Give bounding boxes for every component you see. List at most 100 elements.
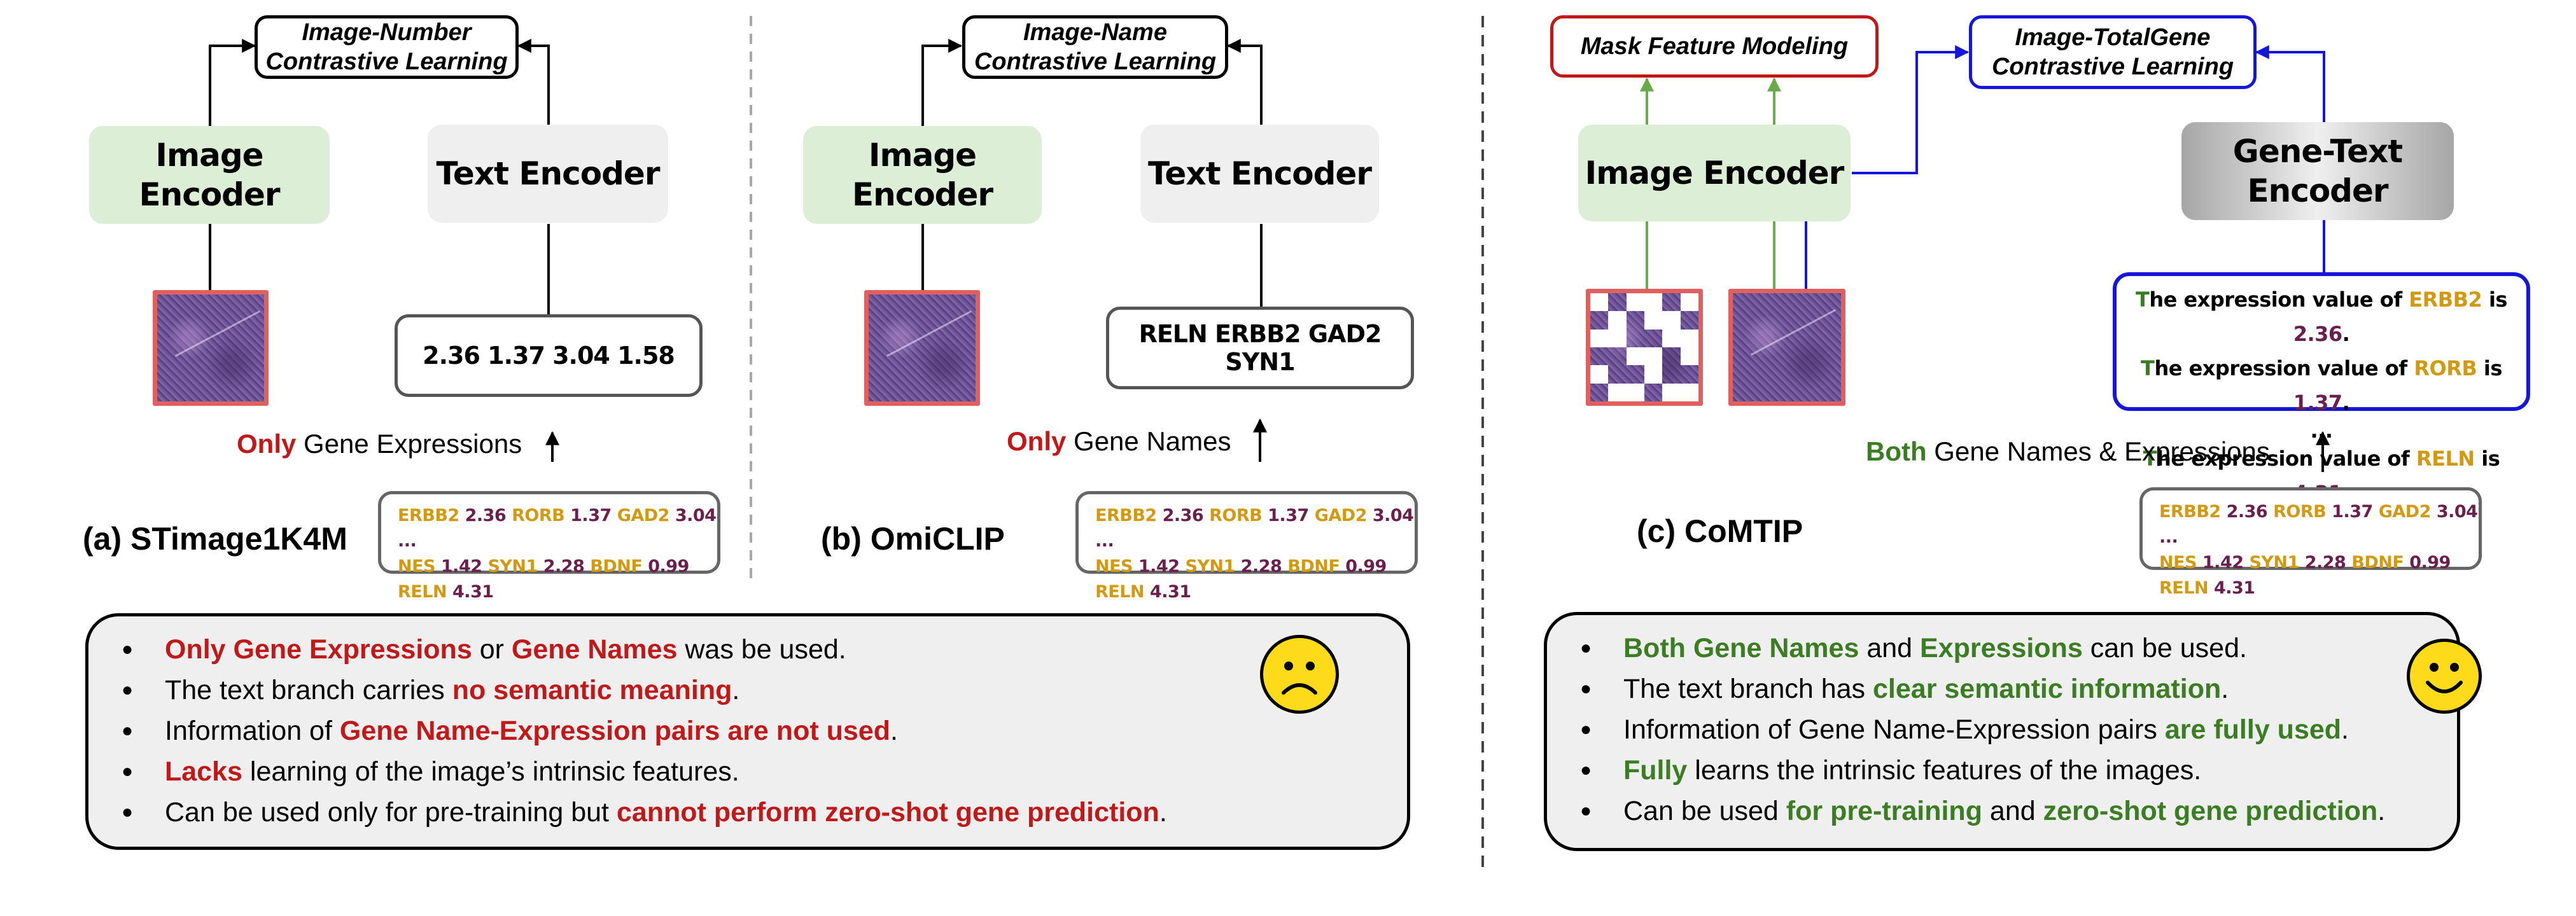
- panel-c-objective-box: Image-TotalGene Contrastive Learning: [1969, 15, 2257, 89]
- panel-c-tissue-image: [1728, 289, 1845, 406]
- panel-a-objective-box: Image-Number Contrastive Learning: [255, 15, 519, 79]
- gene-value: 1.42: [2197, 553, 2244, 572]
- mask-cell: [1662, 383, 1681, 401]
- sentence-1-is: is: [2482, 288, 2508, 312]
- mask-cell: [1590, 329, 1609, 347]
- gene-name: SYN1: [1185, 557, 1235, 576]
- gene-value: 3.04: [1366, 506, 1414, 525]
- body-text: Can be used only for pre-training but: [165, 797, 617, 828]
- panel-b-image-encoder-label: Image Encoder: [851, 137, 993, 213]
- visible-cell: [1662, 293, 1680, 311]
- mask-cell: [1608, 311, 1627, 330]
- limitations-panel: Only Gene Expressions or Gene Names was …: [85, 613, 1410, 850]
- panel-b-wires: [921, 39, 1267, 462]
- body-text: .: [890, 716, 898, 746]
- gene-name: ERBB2: [398, 506, 459, 525]
- mask-cell: [1680, 383, 1698, 401]
- limitation-item: The text branch carries no semantic mean…: [122, 670, 1407, 711]
- panel-c-objective-label: Image-TotalGene Contrastive Learning: [1991, 24, 2234, 80]
- gene-name: RELN: [1095, 582, 1145, 602]
- visible-cell: [1681, 365, 1698, 383]
- visible-cell: [1644, 384, 1662, 401]
- body-text: Information of Gene Name-Expression pair…: [1623, 714, 2165, 745]
- panel-b-tissue-image: [864, 290, 980, 406]
- visible-cell: [1590, 311, 1608, 329]
- gene-value: 4.31: [1144, 582, 1191, 602]
- panel-b-input-note: Only Gene Names: [1007, 426, 1231, 457]
- highlight-text: Both Gene Names: [1623, 633, 1859, 663]
- panel-b-caption: (b) OmiCLIP: [821, 521, 1005, 557]
- body-text: learning of the image’s intrinsic featur…: [242, 756, 739, 787]
- sad-face-icon: [1260, 635, 1339, 714]
- advantage-item: The text branch has clear semantic infor…: [1580, 669, 2457, 709]
- highlight-text: cannot perform zero-shot gene prediction: [616, 797, 1159, 828]
- gene-name: BDNF: [1287, 557, 1340, 576]
- panel-a-objective-label: Image-Number Contrastive Learning: [265, 19, 508, 75]
- gene-value: 4.31: [447, 582, 494, 602]
- gene-table-row-2: NES 1.42 SYN1 2.28 BDNF 0.99 RELN 4.31: [1095, 554, 1415, 605]
- panel-c-gene-text-encoder: Gene-Text Encoder: [2181, 122, 2454, 220]
- visible-cell: [1590, 384, 1608, 401]
- gene-row-ellipsis: ...: [1095, 531, 1114, 551]
- body-text: The text branch has: [1623, 674, 1873, 704]
- gene-name: NES: [398, 557, 436, 576]
- sentence-2: The expression value of RORB is 1.37.: [2117, 351, 2526, 420]
- mask-cell: [1662, 329, 1681, 347]
- gene-name: ERBB2: [1095, 506, 1157, 525]
- visible-cell: [1681, 311, 1698, 329]
- sentence-2-initial: T: [2141, 356, 2155, 380]
- panel-b-objective-box: Image-Name Contrastive Learning: [962, 15, 1228, 79]
- limitation-item: Only Gene Expressions or Gene Names was …: [122, 629, 1407, 670]
- mask-cell: [1626, 347, 1644, 366]
- gene-name: RORB: [1209, 506, 1263, 525]
- mask-cell: [1644, 311, 1663, 330]
- mask-cell: [1608, 383, 1627, 401]
- panel-b-image-encoder: Image Encoder: [803, 126, 1042, 224]
- gene-table-row-2: NES 1.42 SYN1 2.28 BDNF 0.99 RELN 4.31: [2159, 550, 2479, 601]
- gene-value: 3.04: [2430, 502, 2478, 522]
- sentence-1-initial: T: [2136, 288, 2150, 312]
- panel-b-text-encoder-label: Text Encoder: [1147, 155, 1372, 192]
- visible-cell: [1662, 347, 1680, 365]
- panel-c-image-encoder-label: Image Encoder: [1585, 155, 1845, 191]
- panel-c-note-strong: Both: [1866, 436, 1927, 466]
- gene-name: SYN1: [2249, 553, 2299, 572]
- gene-name: SYN1: [487, 557, 538, 576]
- panel-c-gene-sentences: The expression value of ERBB2 is 2.36. T…: [2113, 272, 2530, 505]
- smiley-face-icon: [2407, 639, 2482, 714]
- panel-a-text-encoder: Text Encoder: [428, 125, 668, 223]
- highlight-text: Only Gene Expressions: [165, 634, 472, 665]
- mask-cell: [1608, 329, 1627, 347]
- body-text: The text branch carries: [165, 675, 452, 705]
- panel-a-text-encoder-label: Text Encoder: [436, 155, 660, 192]
- panel-c-input-note: Both Gene Names & Expressions: [1866, 436, 2270, 467]
- sentence-1: The expression value of ERBB2 is 2.36.: [2117, 282, 2526, 351]
- body-text: learns the intrinsic features of the ima…: [1687, 755, 2202, 786]
- sentence-1-text: he expression value of: [2149, 288, 2409, 312]
- gene-name: GAD2: [1314, 506, 1368, 525]
- advantage-item: Can be used for pre-training and zero-sh…: [1580, 791, 2457, 831]
- mask-cell: [1626, 383, 1644, 401]
- gene-name: GAD2: [2378, 502, 2432, 522]
- advantage-item: Both Gene Names and Expressions can be u…: [1580, 628, 2457, 669]
- panel-c-note-rest: Gene Names & Expressions: [1926, 436, 2270, 466]
- body-text: .: [732, 675, 740, 705]
- highlight-text: clear semantic information: [1873, 674, 2222, 704]
- gene-value: 2.28: [2299, 553, 2346, 572]
- gene-name: GAD2: [617, 506, 670, 525]
- visible-cell: [1627, 330, 1644, 347]
- panel-a-tissue-image: [153, 290, 269, 406]
- highlight-text: Fully: [1623, 755, 1688, 786]
- gene-value: 3.04: [669, 506, 717, 525]
- visible-cell: [1644, 330, 1662, 347]
- body-text: Information of: [165, 716, 340, 746]
- visible-cell: [1608, 347, 1626, 365]
- mask-cell: [1680, 347, 1698, 366]
- mask-cell: [1590, 365, 1609, 384]
- mask-cell: [1680, 293, 1698, 312]
- body-text: .: [2221, 674, 2229, 704]
- sentence-2-period: .: [2342, 391, 2350, 415]
- gene-table-row-1: ERBB2 2.36 RORB 1.37 GAD2 3.04 ...: [1095, 503, 1415, 554]
- panel-b-note-strong: Only: [1007, 426, 1067, 456]
- gene-table-row-1: ERBB2 2.36 RORB 1.37 GAD2 3.04 ...: [398, 503, 717, 554]
